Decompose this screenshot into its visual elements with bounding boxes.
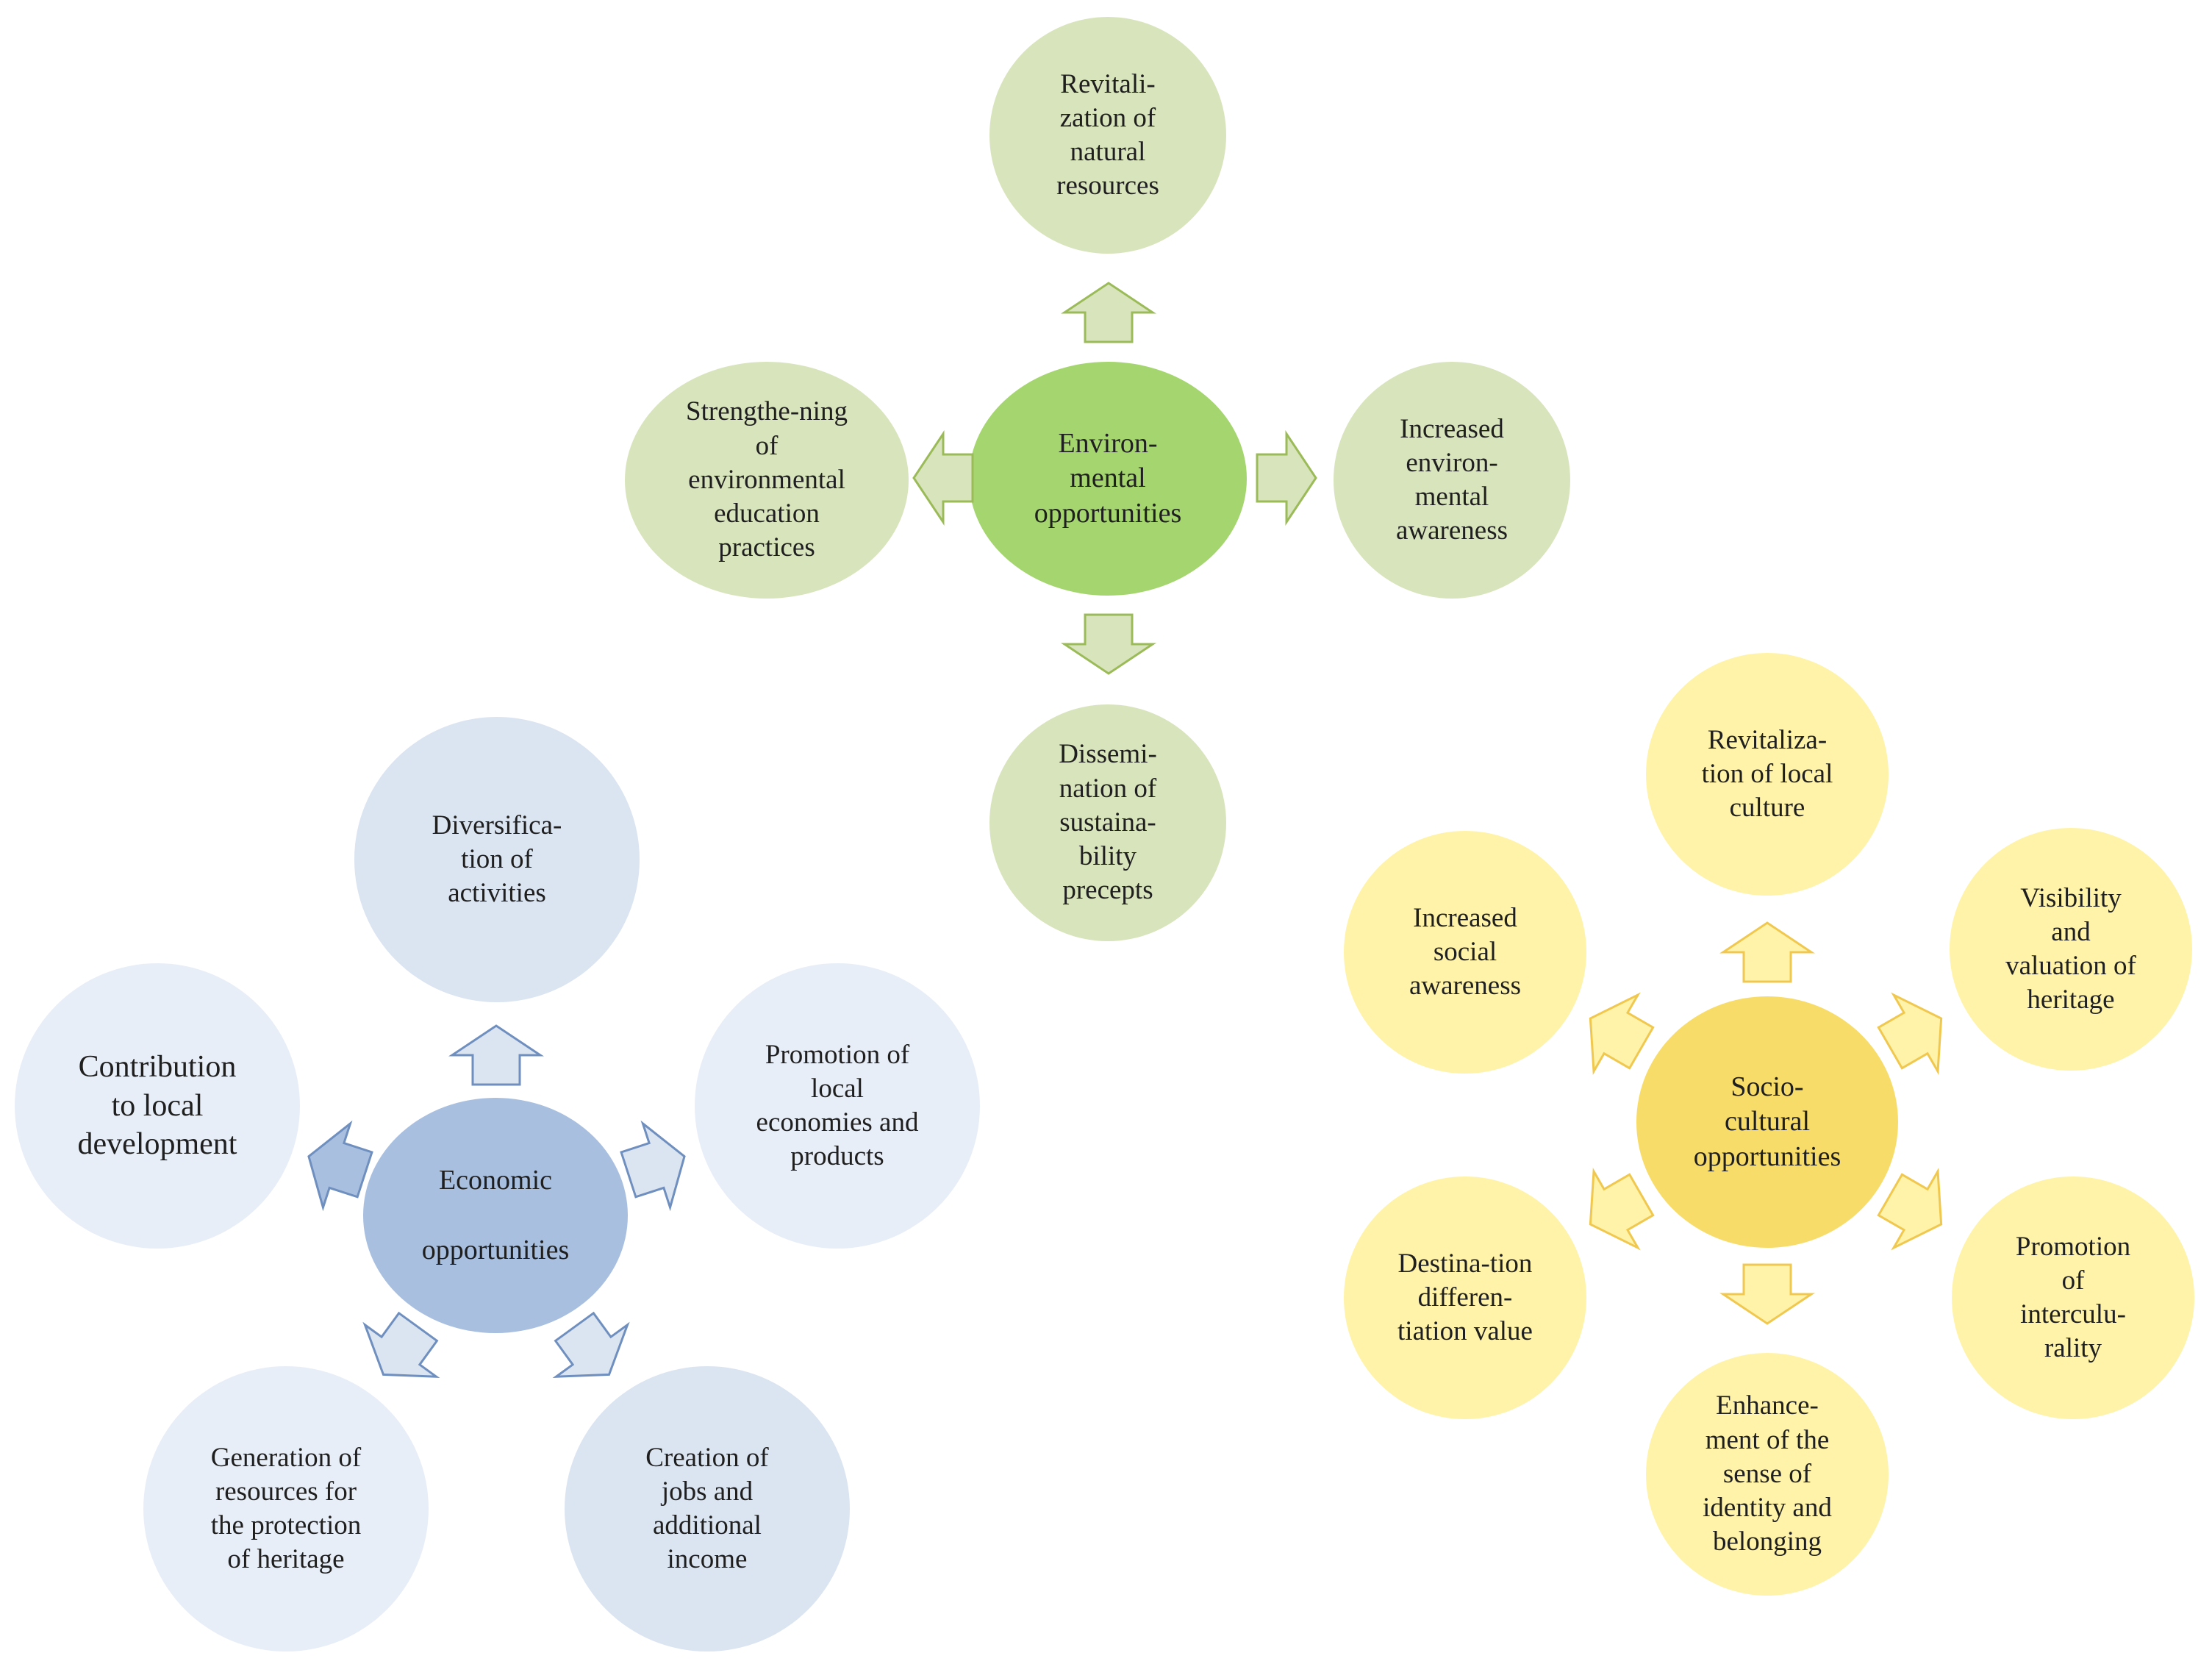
env-right-node: Increased environ- mental awareness xyxy=(1334,362,1570,599)
soc-arrow-up xyxy=(1722,921,1813,983)
soc-arrow-down xyxy=(1722,1263,1813,1325)
env-left-node: Strengthe-ning of environmental educatio… xyxy=(625,362,909,599)
env-hub-node: Environ- mental opportunities xyxy=(969,362,1247,596)
eco-lower-right-node: Creation of jobs and additional income xyxy=(565,1366,850,1651)
soc-upper-left-node: Increased social awareness xyxy=(1344,831,1586,1074)
soc-arrow-lower-left xyxy=(1567,1155,1665,1264)
soc-arrow-upper-left xyxy=(1567,979,1665,1088)
eco-arrow-left xyxy=(293,1113,380,1218)
soc-lower-left-node: Destina-tion differen- tiation value xyxy=(1344,1176,1586,1419)
soc-top-node: Revitaliza- tion of local culture xyxy=(1646,653,1889,896)
env-bottom-node: Dissemi- nation of sustaina- bility prec… xyxy=(989,704,1226,941)
env-top-node: Revitali- zation of natural resources xyxy=(989,17,1226,254)
eco-right-node: Promotion of local economies and product… xyxy=(695,963,980,1249)
eco-arrow-right xyxy=(613,1113,700,1218)
eco-lower-left-node: Generation of resources for the protecti… xyxy=(143,1366,429,1651)
soc-arrow-lower-right xyxy=(1866,1155,1965,1264)
env-arrow-down xyxy=(1063,613,1154,675)
soc-bottom-node: Enhance- ment of the sense of identity a… xyxy=(1646,1353,1889,1596)
env-arrow-up xyxy=(1063,282,1154,343)
eco-top-node: Diversifica- tion of activities xyxy=(354,717,640,1002)
soc-arrow-upper-right xyxy=(1866,979,1965,1088)
eco-arrow-lower-right xyxy=(537,1299,646,1402)
eco-hub-node: Economic opportunities xyxy=(363,1098,628,1333)
eco-arrow-up xyxy=(451,1024,542,1086)
eco-arrow-lower-left xyxy=(346,1299,455,1402)
soc-lower-right-node: Promotion of interculu- rality xyxy=(1952,1176,2194,1419)
soc-upper-right-node: Visibility and valuation of heritage xyxy=(1950,828,2192,1071)
eco-left-node: Contribution to local development xyxy=(15,963,300,1249)
env-arrow-right xyxy=(1256,432,1317,524)
soc-hub-node: Socio- cultural opportunities xyxy=(1636,996,1898,1248)
env-arrow-left xyxy=(912,432,974,524)
